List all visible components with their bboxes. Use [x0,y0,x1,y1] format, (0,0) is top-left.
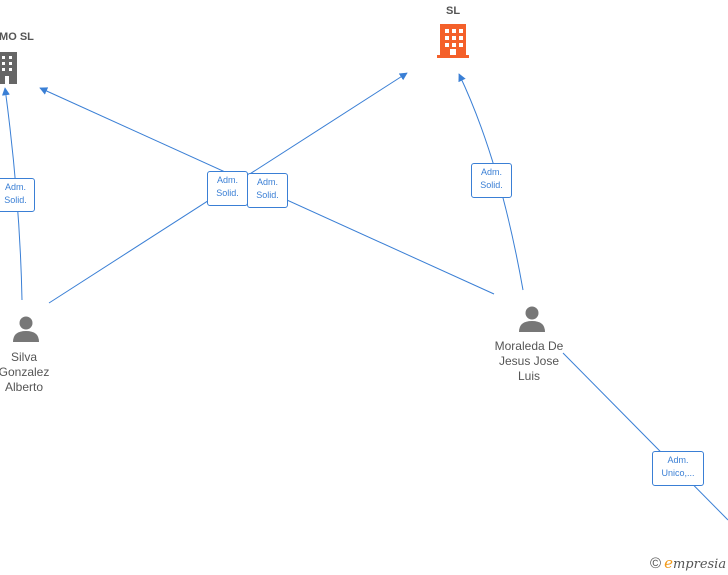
building-icon [437,24,469,58]
copyright-icon: © [650,555,662,572]
brand-name: mpresia [672,557,727,572]
brand-watermark: ©empresia [650,554,726,572]
role-badge[interactable]: Adm. Solid. [207,171,248,206]
role-badge[interactable]: Adm. Unico,... [652,451,704,486]
person-name-moraleda[interactable]: Moraleda De Jesus Jose Luis [494,339,564,383]
company-name-right[interactable]: SL [446,5,461,17]
role-badge[interactable]: Adm. Solid. [0,178,35,212]
company-name-left[interactable]: IMO SL [0,31,34,43]
person-icon [519,306,545,332]
role-badge[interactable]: Adm. Solid. [471,163,512,198]
edge-moraleda-offscreen [562,352,728,521]
brand-initial: e [664,554,673,572]
person-name-silva[interactable]: Silva Gonzalez Alberto [0,350,50,394]
person-icon [13,316,39,342]
building-icon [0,52,17,84]
role-badge[interactable]: Adm. Solid. [247,173,288,208]
